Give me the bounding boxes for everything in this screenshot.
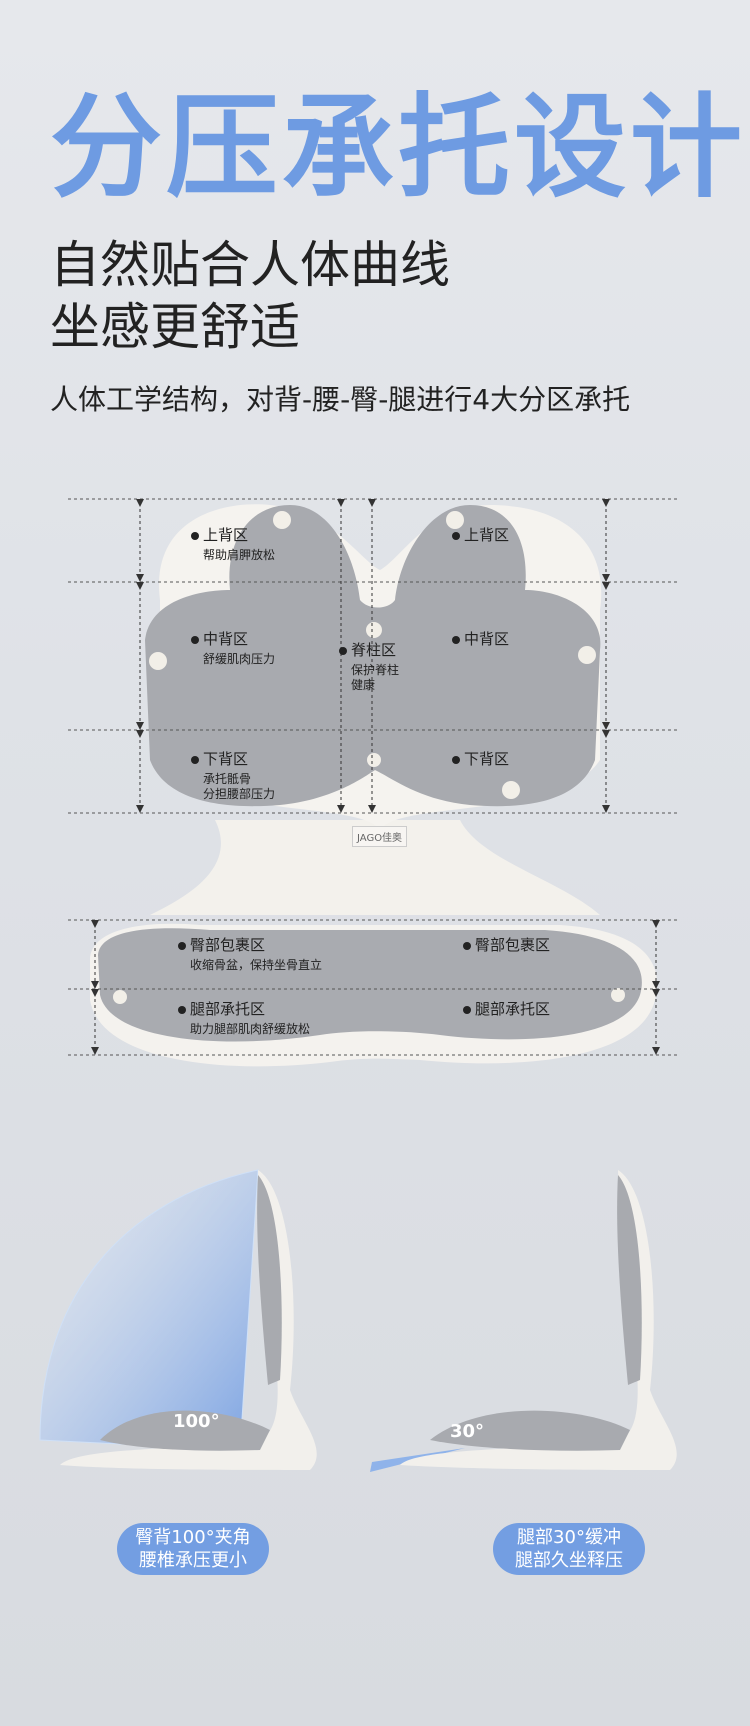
zone-leg-right: 腿部承托区 [463, 1000, 550, 1019]
zone-hip-right: 臀部包裹区 [463, 936, 550, 955]
zone-lower-back-right: 下背区 [452, 750, 509, 769]
side-view-chair-right [370, 1170, 677, 1472]
zone-lower-back-left: 下背区承托骶骨分担腰部压力 [191, 750, 275, 802]
back-angle-badge: 臀背100°夹角腰椎承压更小 [117, 1523, 269, 1575]
zone-upper-back-right: 上背区 [452, 526, 509, 545]
bullet-icon [463, 941, 471, 950]
zone-spine: 脊柱区保护脊柱健康 [339, 641, 399, 693]
bullet-icon [339, 646, 347, 655]
brand-logo: JAGO佳奥 [352, 826, 408, 847]
bullet-icon [191, 755, 199, 764]
seat-cushion [98, 928, 642, 1042]
bullet-icon [178, 941, 186, 950]
zone-hip-left: 臀部包裹区收缩骨盆，保持坐骨直立 [178, 936, 322, 973]
leg-angle-label: 30° [450, 1421, 485, 1442]
bullet-icon [463, 1005, 471, 1014]
zone-mid-back-right: 中背区 [452, 630, 509, 649]
dimension-arrows [91, 499, 660, 1055]
leg-angle-badge: 腿部30°缓冲腿部久坐释压 [493, 1523, 645, 1575]
subtitle-line-2: 坐感更舒适 [50, 298, 300, 356]
bullet-icon [191, 531, 199, 540]
zone-upper-back-left: 上背区帮助肩胛放松 [191, 526, 275, 563]
chair-stand [150, 820, 600, 915]
zone-leg-left: 腿部承托区助力腿部肌肉舒缓放松 [178, 1000, 310, 1037]
bullet-icon [452, 755, 460, 764]
bullet-icon [452, 635, 460, 644]
bullet-icon [191, 635, 199, 644]
page-title: 分压承托设计 [50, 83, 746, 213]
bullet-icon [452, 531, 460, 540]
subtitle-line-1: 自然贴合人体曲线 [50, 236, 450, 294]
zone-mid-back-left: 中背区舒缓肌肉压力 [191, 630, 275, 667]
back-angle-label: 100° [173, 1411, 220, 1432]
side-view-chair-left [39, 1169, 317, 1470]
description: 人体工学结构，对背-腰-臀-腿进行4大分区承托 [50, 383, 631, 416]
bullet-icon [178, 1005, 186, 1014]
